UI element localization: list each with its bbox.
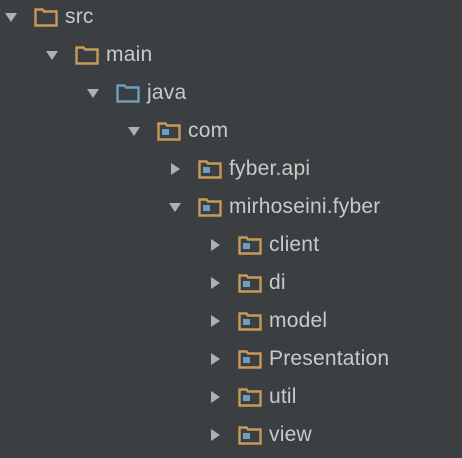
package-folder-icon	[238, 311, 262, 331]
package-folder-icon	[238, 425, 262, 445]
tree-node-label: java	[147, 81, 187, 104]
folder-icon	[75, 45, 99, 65]
tree-node-label: util	[269, 385, 297, 408]
collapsed-arrow-icon[interactable]	[168, 162, 182, 176]
tree-node-label: view	[269, 423, 312, 446]
tree-node-util[interactable]: util	[208, 378, 297, 416]
tree-node-main[interactable]: main	[45, 36, 152, 74]
tree-node-label: di	[269, 271, 286, 294]
package-folder-icon	[238, 349, 262, 369]
package-folder-icon	[238, 235, 262, 255]
tree-node-di[interactable]: di	[208, 264, 286, 302]
folder-icon	[34, 7, 58, 27]
package-folder-icon	[238, 273, 262, 293]
tree-node-view[interactable]: view	[208, 416, 312, 454]
tree-node-src[interactable]: src	[4, 0, 94, 36]
tree-node-label: mirhoseini.fyber	[229, 195, 381, 218]
tree-node-label: main	[106, 43, 153, 66]
collapsed-arrow-icon[interactable]	[208, 314, 222, 328]
expanded-arrow-icon[interactable]	[4, 10, 18, 24]
collapsed-arrow-icon[interactable]	[208, 238, 222, 252]
package-folder-icon	[238, 387, 262, 407]
tree-node-mirhoseini-fyber[interactable]: mirhoseini.fyber	[168, 188, 380, 226]
tree-node-label: fyber.api	[229, 157, 311, 180]
package-folder-icon	[198, 197, 222, 217]
source-folder-icon	[116, 83, 140, 103]
tree-node-model[interactable]: model	[208, 302, 327, 340]
collapsed-arrow-icon[interactable]	[208, 276, 222, 290]
tree-node-fyber-api[interactable]: fyber.api	[168, 150, 310, 188]
package-folder-icon	[157, 121, 181, 141]
expanded-arrow-icon[interactable]	[45, 48, 59, 62]
tree-node-label: model	[269, 309, 328, 332]
expanded-arrow-icon[interactable]	[127, 124, 141, 138]
tree-node-label: Presentation	[269, 347, 390, 370]
tree-node-java[interactable]: java	[86, 74, 186, 112]
collapsed-arrow-icon[interactable]	[208, 390, 222, 404]
tree-node-label: com	[188, 119, 229, 142]
tree-node-label: src	[65, 5, 94, 28]
tree-node-presentation[interactable]: Presentation	[208, 340, 389, 378]
tree-node-com[interactable]: com	[127, 112, 228, 150]
expanded-arrow-icon[interactable]	[168, 200, 182, 214]
tree-node-client[interactable]: client	[208, 226, 319, 264]
collapsed-arrow-icon[interactable]	[208, 352, 222, 366]
tree-node-label: client	[269, 233, 320, 256]
package-folder-icon	[198, 159, 222, 179]
expanded-arrow-icon[interactable]	[86, 86, 100, 100]
collapsed-arrow-icon[interactable]	[208, 428, 222, 442]
